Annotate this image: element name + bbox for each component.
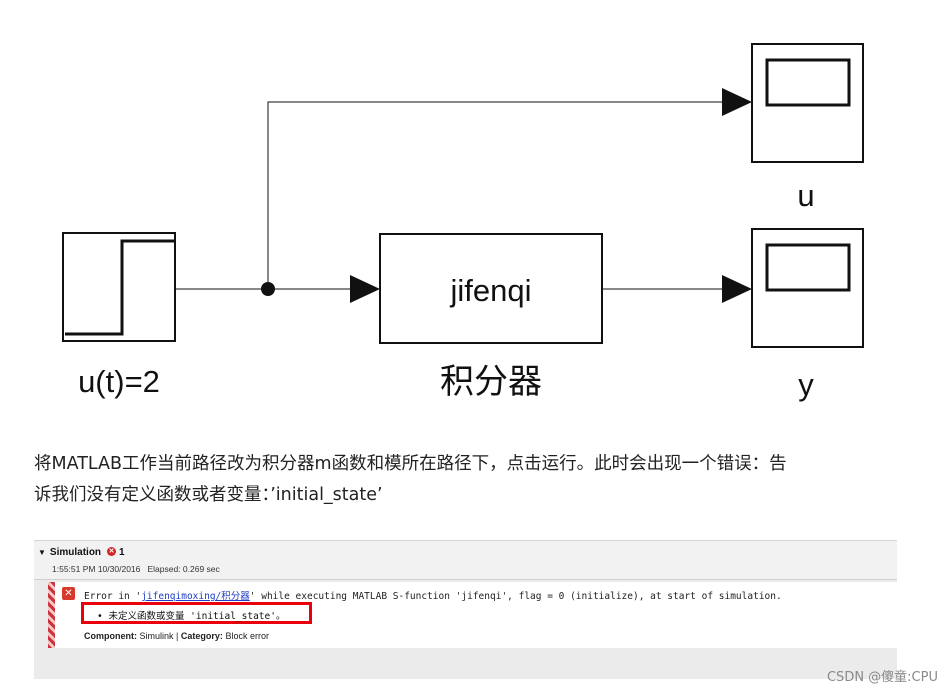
description-line-1: 将MATLAB工作当前路径改为积分器m函数和模所在路径下，点击运行。此时会出现一… bbox=[34, 454, 787, 474]
signal-line-branch-u bbox=[267, 101, 724, 289]
scope-y-block[interactable] bbox=[751, 228, 864, 348]
arrow-into-scope-u bbox=[722, 88, 752, 116]
watermark: CSDN @傻童:CPU bbox=[826, 670, 938, 685]
scope-screen-icon bbox=[765, 58, 851, 107]
arrow-into-scope-y bbox=[722, 275, 752, 303]
simulation-title-text: Simulation bbox=[49, 547, 102, 558]
error-count: 1 bbox=[119, 547, 125, 558]
step-block[interactable] bbox=[62, 232, 176, 342]
description-line-2: 诉我们没有定义函数或者变量：’initial_state’ bbox=[34, 485, 383, 505]
description-paragraph: 将MATLAB工作当前路径改为积分器m函数和模所在路径下，点击运行。此时会出现一… bbox=[34, 449, 914, 511]
scope-y-label: y bbox=[798, 367, 814, 402]
category-value: Block error bbox=[225, 631, 269, 641]
integrator-block[interactable] bbox=[379, 233, 603, 344]
collapse-triangle-icon[interactable]: ▼ bbox=[38, 548, 46, 557]
error-badge-icon: ✕ bbox=[107, 546, 117, 556]
simulink-diagram: u(t)=2 jifenqi 积分器 u y bbox=[62, 43, 864, 402]
simulation-header[interactable]: ▼Simulation ✕1 1:55:51 PM 10/30/2016 Elap… bbox=[34, 541, 897, 580]
error-block-link[interactable]: jifenqimoxing/积分器 bbox=[141, 591, 250, 602]
simulation-title[interactable]: ▼Simulation ✕1 bbox=[38, 546, 125, 558]
error-suffix: ' while executing MATLAB S-function 'jif… bbox=[249, 591, 782, 602]
component-value: Simulink bbox=[139, 631, 174, 641]
error-message: Error in 'jifenqimoxing/积分器' while execu… bbox=[84, 588, 782, 602]
step-block-label: u(t)=2 bbox=[78, 364, 160, 399]
error-entry: ✕ Error in 'jifenqimoxing/积分器' while exe… bbox=[48, 582, 897, 648]
elapsed-time: Elapsed: 0.269 sec bbox=[147, 564, 220, 574]
diagnostic-viewer: ▼Simulation✕1 1:55:51 PM 10/30/2016 Elap… bbox=[34, 540, 897, 679]
error-icon: ✕ bbox=[62, 587, 75, 600]
component-label: Component: bbox=[84, 631, 137, 641]
component-info: Component: Simulink | Category: Block er… bbox=[84, 631, 269, 641]
category-label: Category: bbox=[180, 631, 223, 641]
scope-screen-icon bbox=[765, 243, 851, 292]
step-signal-icon bbox=[65, 239, 175, 336]
info-separator: | bbox=[176, 631, 179, 641]
error-prefix: Error in ' bbox=[84, 591, 142, 602]
highlight-box bbox=[81, 602, 312, 624]
simulation-timestamp: 1:55:51 PM 10/30/2016 Elapsed: 0.269 sec bbox=[52, 564, 220, 574]
integrator-block-text: jifenqi bbox=[450, 273, 532, 308]
timestamp: 1:55:51 PM 10/30/2016 bbox=[52, 564, 141, 574]
integrator-block-label: 积分器 bbox=[440, 362, 542, 402]
scope-u-block[interactable] bbox=[751, 43, 864, 163]
arrow-into-integrator bbox=[350, 275, 380, 303]
scope-u-label: u bbox=[797, 178, 814, 213]
error-stripe bbox=[48, 582, 55, 648]
undefined-variable-message: • 未定义函数或变量 'initial_state'。 bbox=[97, 611, 286, 622]
